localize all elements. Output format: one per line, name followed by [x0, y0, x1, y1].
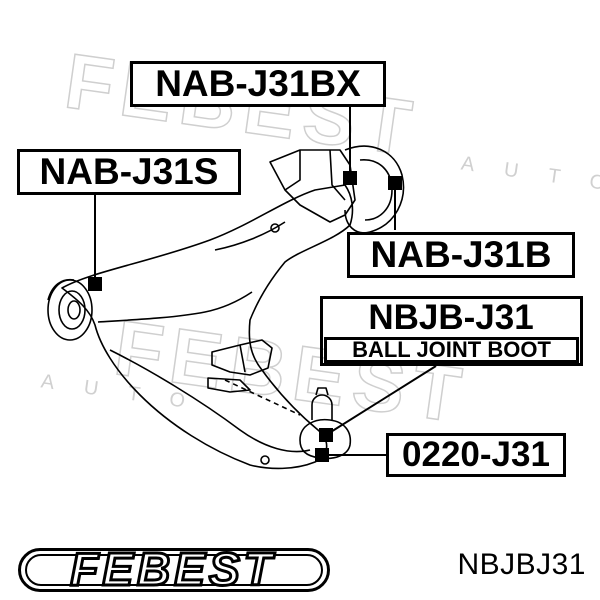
febest-logo: FEBEST — [69, 542, 276, 597]
logo-frame — [18, 548, 330, 592]
pointer-marker-joint — [315, 448, 329, 462]
pointer-line-boot — [325, 365, 437, 436]
label-0220-j31: 0220-J31 — [386, 433, 566, 477]
label-nbjb-j31: NBJB-J31 — [368, 298, 534, 337]
part-code: NBJBJ31 — [457, 548, 586, 581]
pointer-marker-b — [388, 176, 402, 190]
label-boot-frame — [320, 296, 583, 366]
label-ball-joint-boot: BALL JOINT BOOT — [324, 337, 579, 363]
pointer-marker-boot — [319, 428, 333, 442]
pointer-marker-bx — [343, 171, 357, 185]
label-nab-j31b: NAB-J31B — [347, 232, 575, 278]
label-nab-j31bx: NAB-J31BX — [130, 61, 386, 107]
pointers — [88, 105, 437, 462]
watermark-sub-top: AUTO — [460, 153, 600, 199]
label-nab-j31s: NAB-J31S — [17, 149, 241, 195]
logo-frame-inner — [25, 554, 323, 586]
pointer-marker-s — [88, 277, 102, 291]
control-arm — [47, 145, 405, 470]
